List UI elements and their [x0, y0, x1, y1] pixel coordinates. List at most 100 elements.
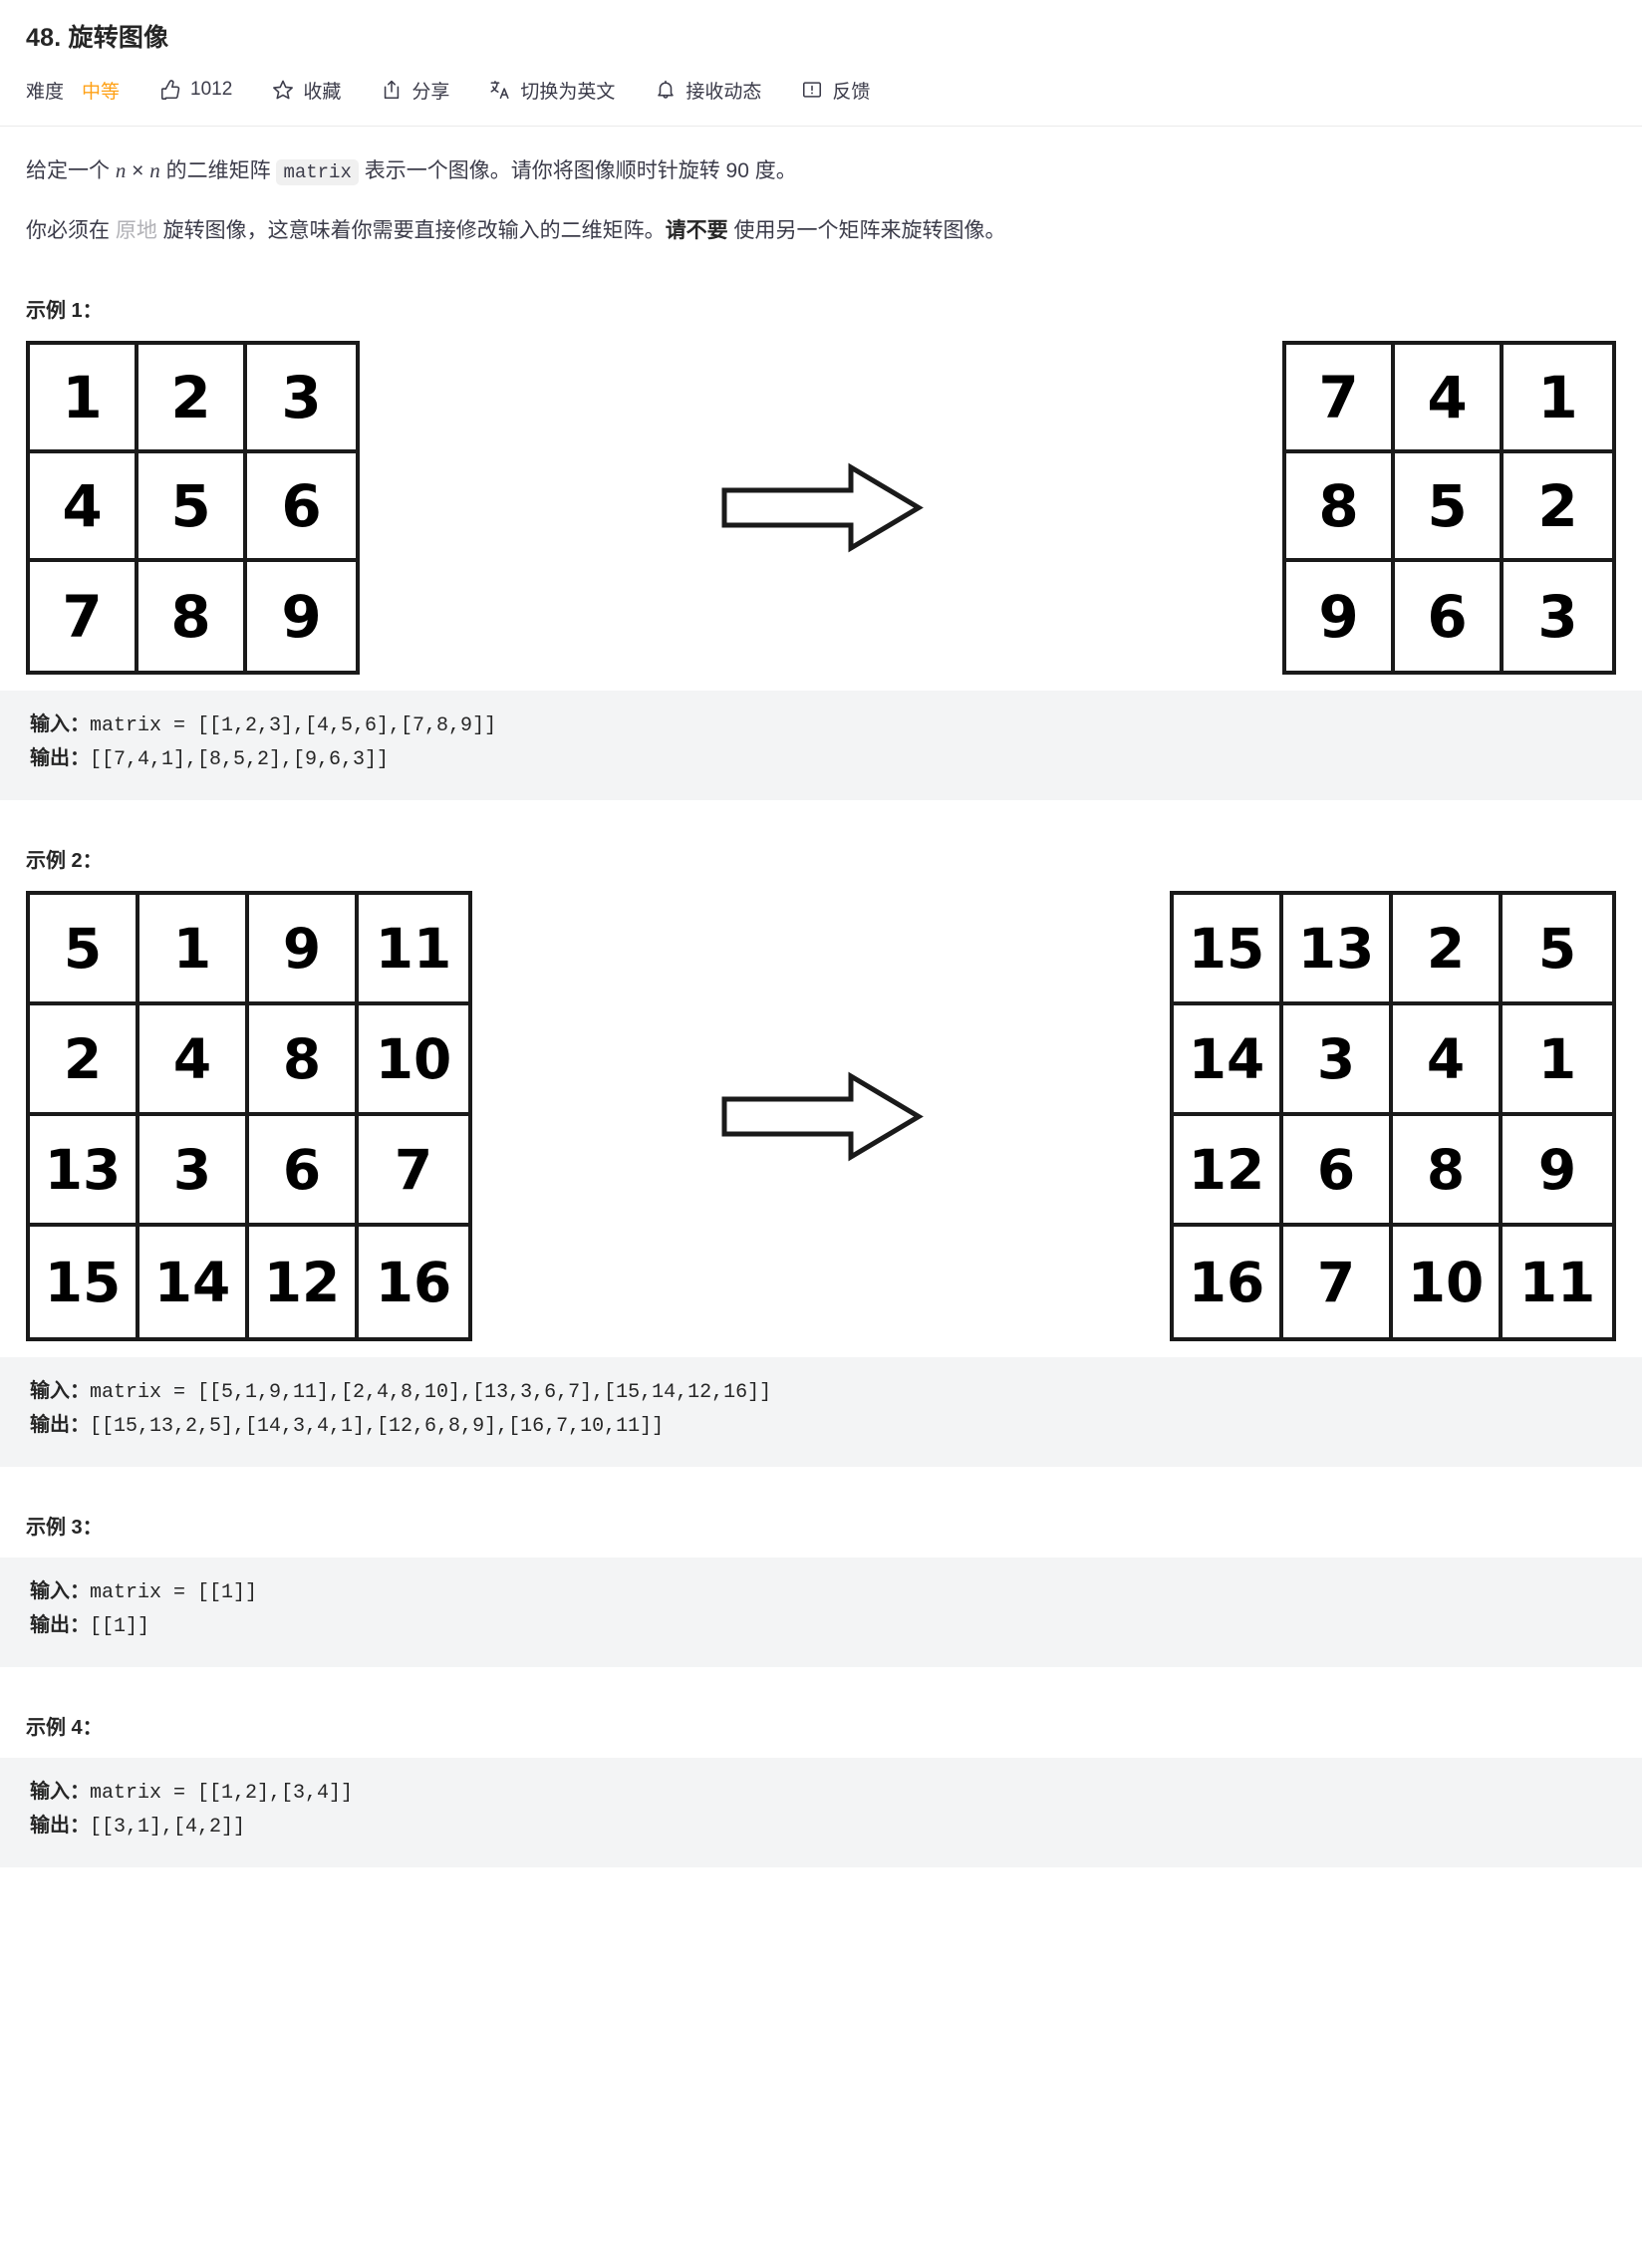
matrix-cell: 3 [1283, 1005, 1393, 1116]
favorite-button[interactable]: 收藏 [272, 77, 341, 104]
desc-times: × [126, 158, 150, 182]
matrix-cell: 6 [1283, 1116, 1393, 1227]
example-1-code-block: 输入：matrix = [[1,2,3],[4,5,6],[7,8,9]] 输出… [0, 691, 1642, 800]
matrix-cell: 1 [30, 345, 138, 453]
feedback-button[interactable]: 反馈 [801, 77, 870, 104]
matrix-cell: 10 [1393, 1227, 1503, 1337]
matrix-cell: 4 [1393, 1005, 1503, 1116]
problem-page: 48. 旋转图像 难度 中等 1012 收藏 [0, 24, 1642, 1867]
rotation-arrow-1 [360, 460, 1282, 555]
matrix-cell: 2 [1393, 895, 1503, 1005]
matrix-cell: 5 [1395, 453, 1504, 562]
matrix-cell: 14 [1174, 1005, 1283, 1116]
matrix-cell: 13 [1283, 895, 1393, 1005]
matrix-cell: 13 [30, 1116, 139, 1227]
example-1-output-label: 输出： [30, 747, 90, 769]
feedback-label: 反馈 [832, 81, 871, 103]
matrix-cell: 8 [249, 1005, 359, 1116]
desc-p2-text-2: 旋转图像，这意味着你需要直接修改输入的二维矩阵。 [156, 219, 666, 243]
matrix-cell: 4 [30, 453, 138, 562]
matrix-cell: 7 [359, 1116, 468, 1227]
header-divider [0, 125, 1642, 127]
matrix-cell: 3 [1504, 562, 1612, 671]
example-4-heading: 示例 4： [26, 1717, 103, 1739]
matrix-cell: 16 [359, 1227, 468, 1337]
matrix-cell: 16 [1174, 1227, 1283, 1337]
matrix-cell: 2 [138, 345, 247, 453]
difficulty-value: 中等 [82, 81, 121, 103]
example-3-output-value: [[1]] [90, 1615, 150, 1638]
example-4-output-value: [[3,1],[4,2]] [90, 1816, 246, 1839]
matrix-cell: 3 [139, 1116, 249, 1227]
matrix-cell: 6 [1395, 562, 1504, 671]
desc-p1-text-1: 给定一个 [26, 158, 116, 182]
matrix-cell: 9 [249, 895, 359, 1005]
description-paragraph-1: 给定一个 n × n 的二维矩阵 matrix 表示一个图像。请你将图像顺时针旋… [26, 152, 1616, 190]
matrix-cell: 9 [1503, 1116, 1612, 1227]
example-3-output-label: 输出： [30, 1614, 90, 1636]
matrix-cell: 12 [249, 1227, 359, 1337]
difficulty-indicator: 难度 中等 [26, 77, 120, 104]
favorite-label: 收藏 [303, 81, 342, 103]
matrix-cell: 7 [1283, 1227, 1393, 1337]
example-2-output-label: 输出： [30, 1414, 90, 1436]
matrix-cell: 8 [138, 562, 247, 671]
translate-label: 切换为英文 [520, 81, 616, 103]
matrix-cell: 15 [1174, 895, 1283, 1005]
thumbs-up-icon [159, 79, 181, 101]
example-1-input-label: 输入： [30, 713, 90, 735]
matrix-cell: 5 [138, 453, 247, 562]
matrix-cell: 3 [247, 345, 356, 453]
matrix-cell: 9 [1286, 562, 1395, 671]
desc-p2-text-1: 你必须在 [26, 219, 116, 243]
desc-p1-text-3: 表示一个图像。请你将图像顺时针旋转 90 度。 [358, 158, 797, 182]
matrix-cell: 10 [359, 1005, 468, 1116]
matrix-cell: 11 [359, 895, 468, 1005]
share-label: 分享 [411, 81, 450, 103]
example-2-input-label: 输入： [30, 1380, 90, 1402]
matrix-code-token: matrix [276, 158, 359, 185]
example-1-input-value: matrix = [[1,2,3],[4,5,6],[7,8,9]] [90, 714, 497, 737]
example-4-output-label: 输出： [30, 1815, 90, 1837]
matrix-cell: 11 [1503, 1227, 1612, 1337]
feedback-icon [801, 79, 823, 101]
example-1-output-value: [[7,4,1],[8,5,2],[9,6,3]] [90, 748, 390, 771]
example-3-heading: 示例 3： [26, 1517, 103, 1539]
matrix-cell: 6 [249, 1116, 359, 1227]
matrix-cell: 1 [139, 895, 249, 1005]
matrix-cell: 9 [247, 562, 356, 671]
example-2-input-value: matrix = [[5,1,9,11],[2,4,8,10],[13,3,6,… [90, 1381, 772, 1404]
rotation-arrow-2 [472, 1069, 1170, 1164]
share-button[interactable]: 分享 [381, 77, 449, 104]
matrix-cell: 1 [1504, 345, 1612, 453]
matrix-cell: 12 [1174, 1116, 1283, 1227]
page-title: 48. 旋转图像 [26, 24, 169, 52]
matrix-cell: 5 [30, 895, 139, 1005]
bell-icon [655, 79, 677, 101]
matrix-cell: 15 [30, 1227, 139, 1337]
desc-p1-text-2: 的二维矩阵 [159, 158, 277, 182]
example-4-input-value: matrix = [[1,2],[3,4]] [90, 1782, 354, 1805]
like-button[interactable]: 1012 [159, 79, 232, 101]
matrix-cell: 6 [247, 453, 356, 562]
difficulty-label: 难度 [26, 81, 65, 103]
desc-emphasis-do-not: 请不要 [665, 219, 728, 243]
like-count: 1012 [190, 79, 233, 100]
subscribe-button[interactable]: 接收动态 [655, 77, 761, 104]
share-icon [381, 79, 403, 101]
translate-button[interactable]: 切换为英文 [489, 77, 615, 104]
example-1-heading: 示例 1： [26, 300, 103, 322]
example-2-heading: 示例 2： [26, 850, 103, 872]
in-place-link[interactable]: 原地 [115, 219, 157, 243]
description-paragraph-2: 你必须在 原地 旋转图像，这意味着你需要直接修改输入的二维矩阵。请不要 使用另一… [26, 213, 1616, 250]
example-4-code-block: 输入：matrix = [[1,2],[3,4]] 输出：[[3,1],[4,2… [0, 1758, 1642, 1867]
matrix-cell: 4 [139, 1005, 249, 1116]
matrix-cell: 7 [30, 562, 138, 671]
matrix-cell: 2 [30, 1005, 139, 1116]
example-2-output-value: [[15,13,2,5],[14,3,4,1],[12,6,8,9],[16,7… [90, 1415, 665, 1438]
